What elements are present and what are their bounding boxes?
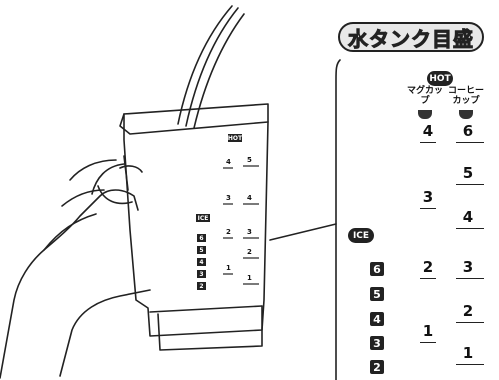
pitcher-mug-mark: 4 bbox=[226, 158, 231, 166]
pitcher-outline bbox=[123, 103, 269, 337]
pitcher-ice-mark: 2 bbox=[197, 282, 206, 290]
pitcher-coffee-mark: 4 bbox=[247, 194, 252, 202]
ice-badge: ICE bbox=[348, 228, 374, 243]
ice-mark: 2 bbox=[370, 360, 384, 374]
coffee-mark: 6 bbox=[462, 122, 474, 140]
coffee-mark: 4 bbox=[462, 208, 474, 226]
pitcher-hot-badge: HOT bbox=[227, 134, 243, 142]
pitcher-coffee-mark: 5 bbox=[247, 156, 252, 164]
coffee-cup-icon bbox=[459, 110, 473, 119]
pitcher-ice-mark: 6 bbox=[197, 234, 206, 242]
ice-mark: 3 bbox=[370, 336, 384, 350]
mug-mark: 4 bbox=[422, 122, 434, 140]
pitcher-mug-mark: 3 bbox=[226, 194, 231, 202]
panel-bracket bbox=[335, 59, 341, 380]
pitcher-ice-mark: 3 bbox=[197, 270, 206, 278]
mug-mark: 2 bbox=[422, 258, 434, 276]
pitcher-coffee-mark: 1 bbox=[247, 274, 252, 282]
pitcher-ice-badge: ICE bbox=[196, 214, 210, 222]
pointer-line bbox=[269, 223, 337, 241]
coffee-mark: 1 bbox=[462, 344, 474, 362]
water-stream bbox=[185, 7, 239, 127]
pitcher-mug-mark: 1 bbox=[226, 264, 231, 272]
pitcher-ice-mark: 5 bbox=[197, 246, 206, 254]
ice-mark: 4 bbox=[370, 312, 384, 326]
pitcher-coffee-mark: 3 bbox=[247, 228, 252, 236]
coffee-mark: 2 bbox=[462, 302, 474, 320]
mug-column-label: マグカップ bbox=[406, 86, 443, 106]
pitcher-ice-mark: 4 bbox=[197, 258, 206, 266]
coffee-column-label: コーヒーカップ bbox=[447, 86, 484, 106]
hand-outline bbox=[0, 189, 139, 379]
hot-badge: HOT bbox=[427, 71, 453, 86]
panel-title: 水タンク目盛 bbox=[338, 22, 484, 52]
mug-cup-icon bbox=[418, 110, 432, 119]
coffee-mark: 3 bbox=[462, 258, 474, 276]
mug-mark: 3 bbox=[422, 188, 434, 206]
ice-mark: 6 bbox=[370, 262, 384, 276]
coffee-mark: 5 bbox=[462, 164, 474, 182]
pitcher-mug-mark: 2 bbox=[226, 228, 231, 236]
pitcher-coffee-mark: 2 bbox=[247, 248, 252, 256]
mug-mark: 1 bbox=[422, 322, 434, 340]
ice-mark: 5 bbox=[370, 287, 384, 301]
